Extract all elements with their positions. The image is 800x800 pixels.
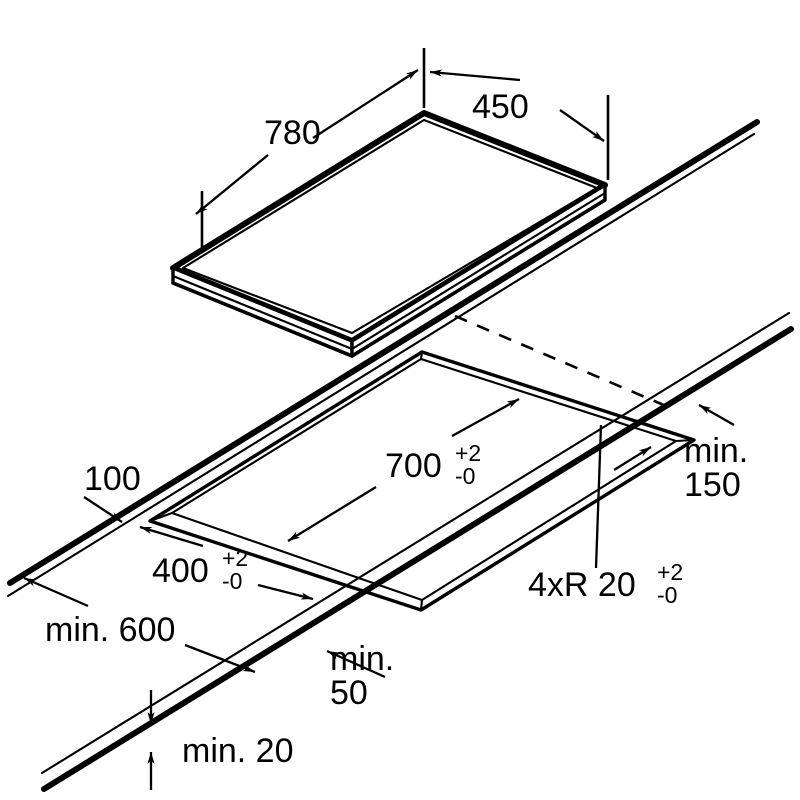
dim-450-leader-left	[429, 69, 521, 82]
radius-tol-upper: +2	[657, 559, 683, 585]
dim-450-label: 450	[472, 88, 529, 126]
cutout-corner-connector-right	[674, 438, 696, 443]
min600-label: min. 600	[45, 611, 175, 649]
projection-dashed-line	[454, 314, 667, 408]
worktop-group	[6, 119, 794, 792]
dim-400-tol-upper: +2	[222, 545, 248, 571]
hob-plate-group	[170, 110, 608, 358]
min600-arrow-upper	[23, 576, 89, 608]
radius-leader-line	[594, 424, 603, 569]
dimension-100: 100	[83, 460, 141, 523]
dim-780-leader-lower	[195, 154, 269, 215]
radius-tol-lower: -0	[657, 582, 677, 608]
dimension-700: 700 +2 -0	[287, 397, 520, 542]
cutout-corner-connector-top	[419, 350, 424, 361]
dimension-780: 780	[195, 48, 426, 250]
min50-label-line1: min.	[330, 640, 394, 678]
note-min-50: min. 50	[326, 640, 394, 712]
cutout-group	[148, 350, 696, 612]
hob-top-bevel	[181, 118, 599, 335]
dim-100-label: 100	[84, 460, 141, 498]
min150-arrow-upper	[698, 404, 735, 426]
worktop-front-edge-thin	[40, 311, 791, 775]
dimension-400: 400 +2 -0	[139, 525, 314, 601]
min50-label-line2: 50	[330, 674, 368, 712]
dim-780-leader-upper	[312, 69, 419, 139]
dim-400-label: 400	[152, 552, 209, 590]
dim-700-tol-upper: +2	[455, 440, 481, 466]
note-corner-radius: 4xR 20 +2 -0	[528, 424, 683, 608]
cutout-corner-connector-left	[148, 511, 174, 523]
hob-bottom-outline	[171, 198, 607, 358]
min50-leader	[326, 649, 386, 679]
dim-700-label: 700	[385, 447, 442, 485]
hob-lower-lip-right	[350, 191, 607, 351]
dim-700-arrow-lower	[287, 486, 377, 542]
worktop-rear-edge-thin	[6, 132, 756, 598]
dim-700-tol-lower: -0	[455, 463, 475, 489]
worktop-rear-edge	[7, 119, 760, 586]
radius-label: 4xR 20	[528, 566, 636, 604]
dim-450-leader-right	[559, 109, 605, 142]
hob-lower-lip-left	[171, 274, 354, 351]
dim-100-arrow	[83, 496, 123, 523]
min150-label-line1: min.	[684, 432, 748, 470]
note-min-20: min. 20	[147, 690, 294, 790]
cutout-corner-connector-bottom	[419, 598, 424, 612]
dim-400-tol-lower: -0	[222, 568, 242, 594]
min20-label: min. 20	[182, 732, 294, 770]
min600-arrow-lower	[184, 643, 256, 674]
dim-400-arrow-left	[139, 525, 204, 548]
dimension-450: 450	[429, 69, 610, 180]
note-min-600: min. 600	[23, 576, 256, 674]
worktop-front-edge	[41, 326, 794, 792]
dim-780-label: 780	[264, 114, 321, 152]
note-min-150: min. 150	[613, 404, 748, 504]
dim-400-arrow-right	[257, 583, 314, 601]
min150-arrow-lower	[613, 446, 652, 471]
min150-label-line2: 150	[684, 466, 741, 504]
dim-700-arrow-upper	[451, 397, 520, 438]
